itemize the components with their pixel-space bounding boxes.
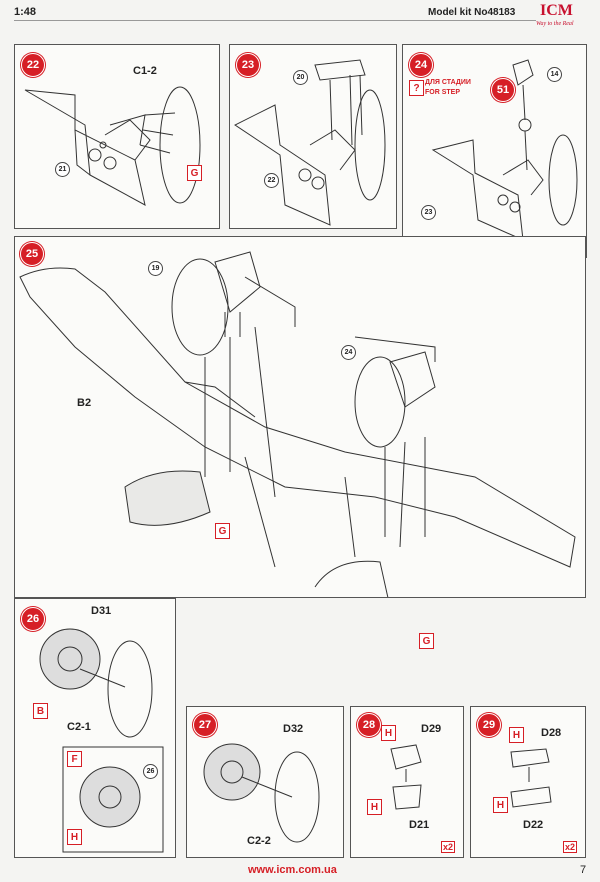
callout-23: 23 bbox=[421, 205, 436, 220]
step-28-panel: 28 D29 D21 H H x2 bbox=[350, 706, 464, 858]
step-27-drawing bbox=[203, 743, 320, 843]
step-number-26: 26 bbox=[21, 607, 45, 631]
step-25-drawing bbox=[19, 251, 576, 597]
step-number-22: 22 bbox=[21, 53, 45, 77]
part-d32-label: D32 bbox=[283, 723, 304, 735]
note-text-en: FOR STEP bbox=[425, 89, 461, 96]
part-c2-1-label: C2-1 bbox=[67, 721, 91, 733]
sprue-h-marker-bottom: H bbox=[367, 799, 382, 815]
part-d22-label: D22 bbox=[523, 819, 544, 831]
reference-step-51: 51 bbox=[491, 78, 515, 102]
icm-logo: ICM Way to the Real bbox=[536, 2, 574, 27]
page-number: 7 bbox=[580, 864, 587, 876]
step-number-24: 24 bbox=[409, 53, 433, 77]
sprue-b-marker: B bbox=[33, 703, 48, 719]
step-28-drawing bbox=[390, 744, 422, 810]
step-24-panel: 24 14 23 bbox=[402, 44, 587, 258]
part-d28-label: D28 bbox=[541, 727, 562, 739]
inset-callout-26: 26 bbox=[143, 764, 158, 779]
step-number-28: 28 bbox=[357, 713, 381, 737]
callout-22: 22 bbox=[264, 173, 279, 188]
reference-note: ? ДЛЯ СТАДИИ FOR STEP 51 bbox=[409, 78, 539, 108]
step-number-29: 29 bbox=[477, 713, 501, 737]
step-22-drawing bbox=[24, 86, 201, 206]
quantity-x2: x2 bbox=[563, 841, 578, 853]
step-number-25: 25 bbox=[20, 242, 44, 266]
sprue-g-marker: G bbox=[187, 165, 202, 181]
part-c1-2-label: C1-2 bbox=[133, 65, 157, 77]
sprue-h-marker: H bbox=[67, 829, 82, 845]
sprue-h-marker-top: H bbox=[509, 727, 524, 743]
step-24-drawing bbox=[431, 59, 578, 241]
step-27-panel: 27 D32 C2-2 bbox=[186, 706, 344, 858]
step-number-27: 27 bbox=[193, 713, 217, 737]
callout-19: 19 bbox=[148, 261, 163, 276]
page-footer: www.icm.com.ua 7 bbox=[0, 864, 600, 882]
sprue-g-marker-left: G bbox=[215, 523, 230, 539]
step-29-panel: 29 D28 D22 H H x2 bbox=[470, 706, 586, 858]
part-c2-2-label: C2-2 bbox=[247, 835, 271, 847]
callout-14: 14 bbox=[547, 67, 562, 82]
scale-label: 1:48 bbox=[14, 6, 37, 18]
kit-number: Model kit No48183 bbox=[428, 7, 516, 18]
step-number-23: 23 bbox=[236, 53, 260, 77]
callout-20: 20 bbox=[293, 70, 308, 85]
note-marker: ? bbox=[409, 80, 424, 96]
part-d29-label: D29 bbox=[421, 723, 442, 735]
note-text-ru: ДЛЯ СТАДИИ bbox=[425, 79, 471, 86]
step-25-panel: 25 B2 19 24 G G bbox=[14, 236, 586, 649]
callout-24: 24 bbox=[341, 345, 356, 360]
sprue-g-marker-right: G bbox=[419, 633, 434, 649]
step-26-drawing bbox=[39, 628, 164, 853]
header-divider bbox=[14, 20, 536, 21]
step-26-panel: 26 D31 C2-1 B F H 26 bbox=[14, 598, 176, 858]
step-23-panel: 23 20 22 bbox=[229, 44, 397, 229]
step-29-drawing bbox=[510, 748, 552, 808]
quantity-x2: x2 bbox=[441, 841, 456, 853]
sprue-h-marker-top: H bbox=[381, 725, 396, 741]
part-b2-label: B2 bbox=[77, 397, 92, 409]
page-header: 1:48 Model kit No48183 ICM Way to the Re… bbox=[0, 0, 600, 27]
callout-21: 21 bbox=[55, 162, 70, 177]
step-22-panel: 22 C1-2 21 G bbox=[14, 44, 220, 229]
part-d21-label: D21 bbox=[409, 819, 430, 831]
sprue-h-marker-bottom: H bbox=[493, 797, 508, 813]
part-d31-label: D31 bbox=[91, 605, 112, 617]
sprue-f-marker: F bbox=[67, 751, 82, 767]
step-23-drawing bbox=[234, 59, 386, 226]
website-link[interactable]: www.icm.com.ua bbox=[248, 864, 337, 876]
